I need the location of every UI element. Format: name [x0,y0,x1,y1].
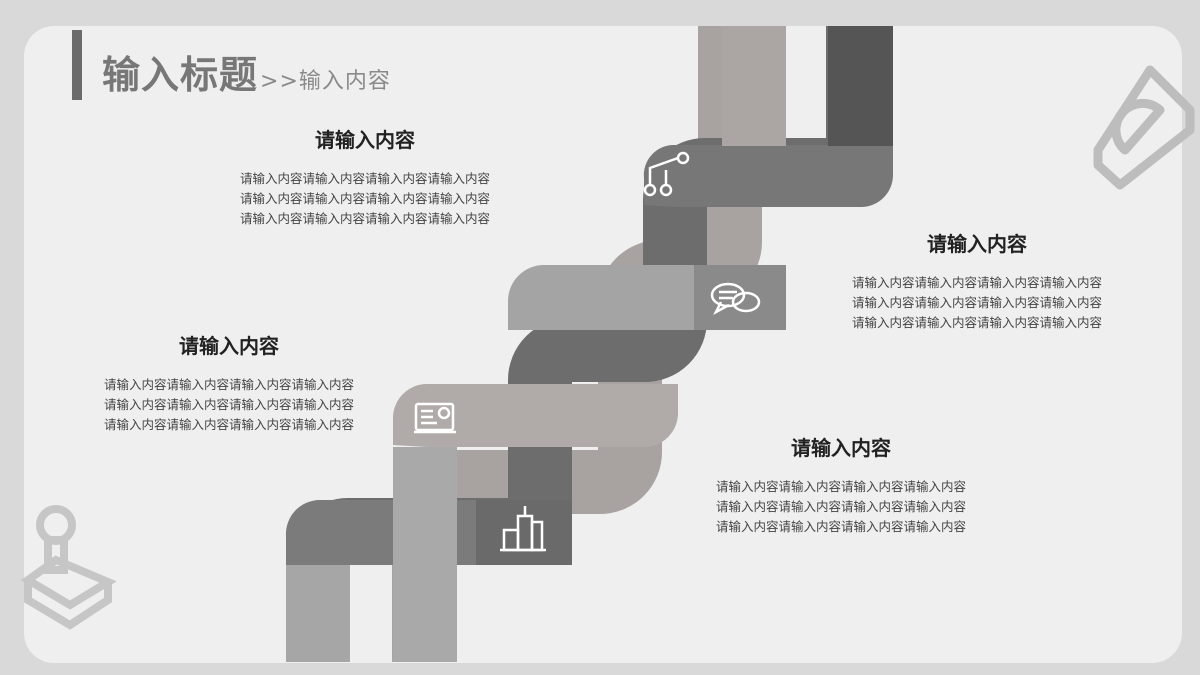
strand-bottom-mid [393,447,457,662]
text-block-2: 请输入内容 请输入内容请输入内容请输入内容请输入内容 请输入内容请输入内容请输入… [832,228,1122,333]
title-accent-bar [72,30,82,100]
chat-icon [710,282,761,315]
strand-top-dark [828,26,893,146]
block-heading: 请输入内容 [791,436,891,460]
block-line: 请输入内容请输入内容请输入内容请输入内容 [239,211,490,226]
block-heading: 请输入内容 [927,232,1027,256]
flowchart-icon [643,151,690,197]
block-line: 请输入内容请输入内容请输入内容请输入内容 [103,397,354,412]
strand-bottom-light [286,565,350,662]
block-line: 请输入内容请输入内容请输入内容请输入内容 [103,417,354,432]
band-top [643,144,893,207]
protractor-icon [1093,65,1195,190]
text-block-1: 请输入内容 请输入内容请输入内容请输入内容请输入内容 请输入内容请输入内容请输入… [220,124,510,229]
title-text: 输入标题 [102,53,259,97]
icon-tile-chat [694,265,786,330]
block-line: 请输入内容请输入内容请输入内容请输入内容 [715,499,966,514]
strand-top-light [722,26,786,146]
page-title: 输入标题>>输入内容 [102,44,391,99]
block-line: 请输入内容请输入内容请输入内容请输入内容 [103,377,354,392]
block-line: 请输入内容请输入内容请输入内容请输入内容 [851,275,1102,290]
page-subtitle: >>输入内容 [260,69,391,94]
block-line: 请输入内容请输入内容请输入内容请输入内容 [715,519,966,534]
joystick-icon [20,505,117,630]
block-line: 请输入内容请输入内容请输入内容请输入内容 [851,295,1102,310]
block-heading: 请输入内容 [179,334,279,358]
block-line: 请输入内容请输入内容请输入内容请输入内容 [239,191,490,206]
text-block-4: 请输入内容 请输入内容请输入内容请输入内容请输入内容 请输入内容请输入内容请输入… [696,432,986,537]
block-line: 请输入内容请输入内容请输入内容请输入内容 [239,171,490,186]
block-line: 请输入内容请输入内容请输入内容请输入内容 [715,479,966,494]
buildings-icon [500,506,546,552]
block-line: 请输入内容请输入内容请输入内容请输入内容 [851,315,1102,330]
block-heading: 请输入内容 [315,128,415,152]
band-lower-mid [393,384,679,447]
monitor-chart-icon [414,402,456,434]
text-block-3: 请输入内容 请输入内容请输入内容请输入内容请输入内容 请输入内容请输入内容请输入… [84,330,374,435]
